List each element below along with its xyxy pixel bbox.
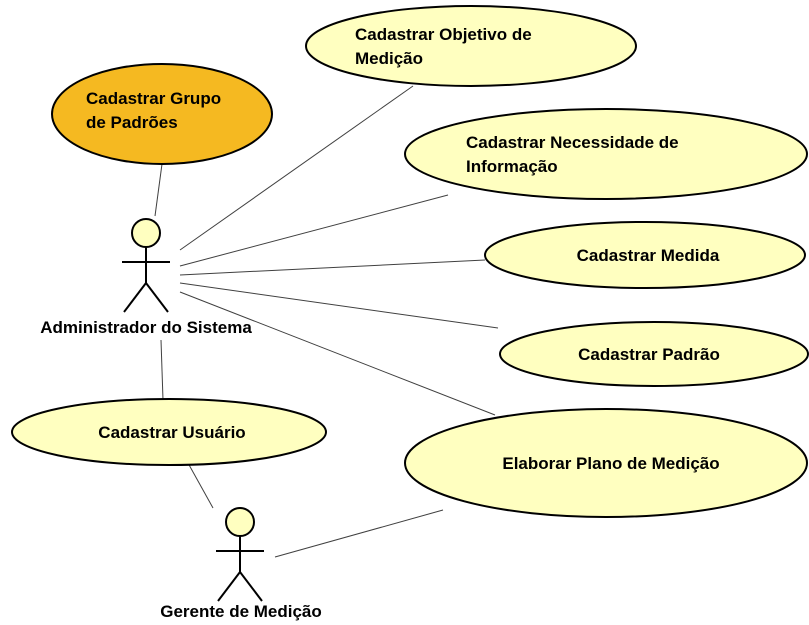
associations: [154, 85, 499, 558]
association-admin-padrao: [179, 282, 499, 329]
association-admin-necessidade: [179, 194, 449, 267]
use-case-medida[interactable]: Cadastrar Medida: [484, 221, 806, 289]
association-admin-plano: [179, 291, 496, 416]
use-case-plano-label: Elaborar Plano de Medição: [502, 454, 719, 473]
association-gerente-plano: [274, 509, 444, 558]
use-case-objetivo-ellipse: [305, 5, 637, 87]
association-admin-grupo: [154, 163, 163, 217]
use-case-necessidade-label: Cadastrar Necessidade de Informação: [466, 133, 683, 176]
use-case-padrao[interactable]: Cadastrar Padrão: [499, 321, 809, 387]
use-case-objetivo-label: Cadastrar Objetivo de Medição: [355, 25, 536, 68]
actor-admin[interactable]: Administrador do Sistema: [40, 218, 252, 337]
association-admin-medida: [179, 259, 486, 276]
use-case-necessidade[interactable]: Cadastrar Necessidade de Informação: [404, 108, 808, 200]
use-case-medida-ellipse: [484, 221, 806, 289]
stick-figure-icon: [216, 507, 264, 602]
use-case-plano-ellipse: [404, 408, 808, 518]
actor-gerente[interactable]: Gerente de Medição: [160, 507, 322, 621]
use-case-grupo[interactable]: Cadastrar Grupo de Padrões: [51, 63, 273, 165]
association-admin-objetivo: [179, 85, 414, 251]
use-case-grupo-ellipse: [51, 63, 273, 165]
actor-gerente-label: Gerente de Medição: [160, 602, 322, 621]
stick-figure-icon: [122, 218, 170, 313]
use-case-usuario-ellipse: [11, 398, 327, 466]
association-admin-usuario: [160, 339, 164, 401]
use-case-usuario-label: Cadastrar Usuário: [98, 423, 245, 442]
actor-admin-label: Administrador do Sistema: [40, 318, 252, 337]
use-case-plano[interactable]: Elaborar Plano de Medição: [404, 408, 808, 518]
use-case-necessidade-ellipse: [404, 108, 808, 200]
use-case-medida-label: Cadastrar Medida: [577, 246, 720, 265]
association-gerente-usuario: [187, 462, 214, 509]
use-case-grupo-label: Cadastrar Grupo de Padrões: [86, 89, 226, 132]
use-case-objetivo[interactable]: Cadastrar Objetivo de Medição: [305, 5, 637, 87]
use-case-padrao-ellipse: [499, 321, 809, 387]
use-case-padrao-label: Cadastrar Padrão: [578, 345, 720, 364]
use-case-usuario[interactable]: Cadastrar Usuário: [11, 398, 327, 466]
